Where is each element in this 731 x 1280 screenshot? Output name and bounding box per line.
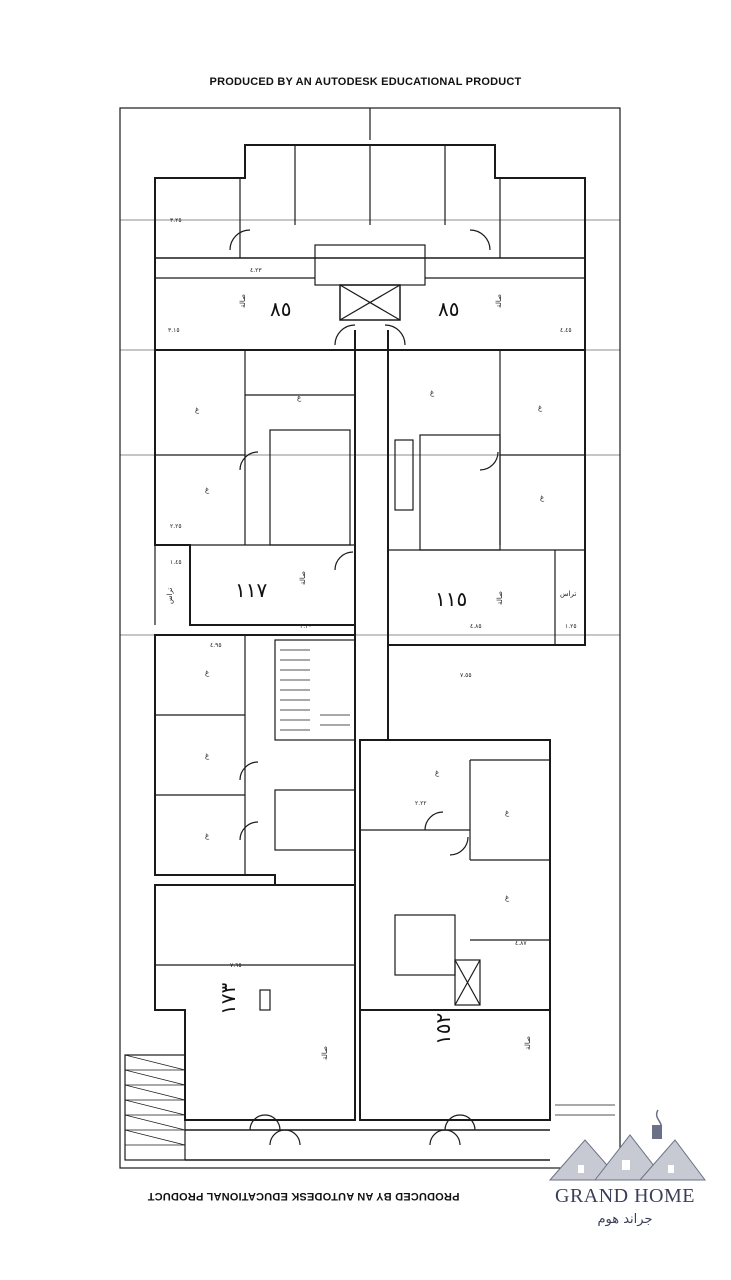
room-label: غ xyxy=(505,894,510,902)
room-label: غ xyxy=(297,394,302,402)
dim-label: ٤.٢٣ xyxy=(250,267,262,274)
shop-right-walls xyxy=(359,1009,551,1121)
dim-label: ٢.٢٥ xyxy=(170,523,182,530)
room-label: غ xyxy=(538,404,543,412)
hall-label: صالة xyxy=(495,294,503,308)
lower-left-unit-walls xyxy=(154,634,356,886)
dim-label: ٤.٤٥ xyxy=(560,327,572,334)
stairs xyxy=(274,639,356,741)
unit-area-mid-right: ١١٥ xyxy=(435,587,467,611)
shaft-right xyxy=(394,439,414,511)
room-label: غ xyxy=(430,389,435,397)
hall-label: صالة xyxy=(524,1036,532,1050)
entry-steps xyxy=(124,1054,186,1161)
unit-area-bottom-right: ١٥٢ xyxy=(431,1013,455,1045)
dim-label: ٤.٩٥ xyxy=(210,642,222,649)
dim-label: ٣.٢٠ xyxy=(300,623,312,630)
room-label: غ xyxy=(205,669,210,677)
dim-label: ٤.٨٧ xyxy=(515,940,527,947)
dim-label: ٣.٢٥ xyxy=(170,217,182,224)
logo-name-ar: جراند هوم xyxy=(597,1212,653,1227)
dim-label: ٤.٨٥ xyxy=(470,623,482,630)
dim-label: ٢.٢٢ xyxy=(415,800,427,807)
unit-area-mid-left: ١١٧ xyxy=(235,578,267,602)
room-label: غ xyxy=(205,486,210,494)
hall-label: صالة xyxy=(239,294,247,308)
middle-right-unit-walls xyxy=(387,349,586,646)
unit-area-bottom-left: ١٧٣ xyxy=(216,983,240,1015)
dim-label: ١.٢٥ xyxy=(565,623,577,630)
autodesk-watermark-top: PRODUCED BY AN AUTODESK EDUCATIONAL PROD… xyxy=(209,76,522,88)
terrace-label: تراس xyxy=(166,588,174,604)
logo-name-en: GRAND HOME xyxy=(555,1185,695,1207)
room-label: غ xyxy=(505,809,510,817)
room-label: غ xyxy=(205,832,210,840)
dim-label: ١.٤٥ xyxy=(170,559,182,566)
dim-label: ٣.١٥ xyxy=(168,327,180,334)
dim-label: ٧.٦٥ xyxy=(230,962,242,969)
grand-home-logo xyxy=(548,1109,706,1181)
dim-label: ٧.٥٥ xyxy=(460,672,472,679)
room-label: غ xyxy=(540,494,545,502)
room-label: غ xyxy=(195,406,200,414)
terrace-label: تراس xyxy=(560,590,576,598)
unit-area-top-right: ٨٥ xyxy=(438,297,459,321)
room-label: غ xyxy=(435,769,440,777)
hall-label: صالة xyxy=(321,1046,329,1060)
shaft-lower xyxy=(454,959,481,1006)
unit-area-top-left: ٨٥ xyxy=(270,297,291,321)
hall-label: صالة xyxy=(299,571,307,585)
hall-label: صالة xyxy=(496,591,504,605)
room-label: غ xyxy=(205,752,210,760)
